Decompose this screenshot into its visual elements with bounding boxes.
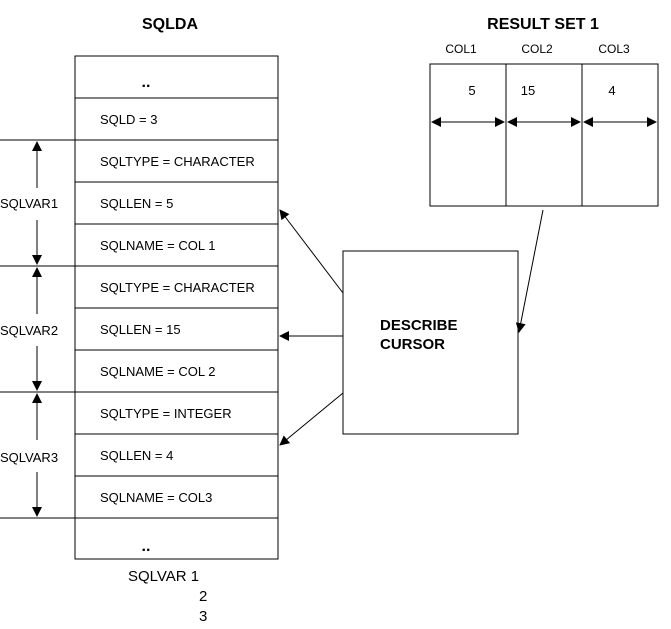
- result-col1-header: COL1: [445, 42, 477, 56]
- sqlvar3-sqlname-row: SQLNAME = COL3: [100, 490, 212, 505]
- describe-label: DESCRIBE: [380, 317, 458, 334]
- result-set-title: RESULT SET 1: [487, 16, 599, 33]
- sqlvar2-sqlname-row: SQLNAME = COL 2: [100, 364, 215, 379]
- sqlda-title: SQLDA: [142, 16, 198, 33]
- describe-to-sqlvar3-arrow: [279, 392, 344, 446]
- col2-width-value: 15: [521, 83, 535, 98]
- sqlda-bottom-ellipsis: ..: [142, 538, 151, 555]
- cursor-label: CURSOR: [380, 336, 445, 353]
- sqlvar1-sqlname-row: SQLNAME = COL 1: [100, 238, 215, 253]
- sqlvar-brackets: SQLVAR1 SQLVAR2 SQLVAR3: [0, 139, 75, 519]
- result-col2-header: COL2: [521, 42, 553, 56]
- describe-to-sqlvar1-arrow: [279, 209, 344, 294]
- sqlvar3-label: SQLVAR3: [0, 450, 58, 465]
- result-set-to-describe-arrow: [515, 209, 544, 333]
- sqlvar-footer-line-1: SQLVAR 1: [128, 568, 199, 585]
- sqlvar-footer-line-3: 3: [199, 608, 207, 625]
- sqlvar3-sqllen-row: SQLLEN = 4: [100, 448, 173, 463]
- result-col3-header: COL3: [598, 42, 630, 56]
- col3-width-value: 4: [608, 83, 615, 98]
- sqlvar2-label: SQLVAR2: [0, 323, 58, 338]
- col1-width-value: 5: [468, 83, 475, 98]
- sqlvar1-sqllen-row: SQLLEN = 5: [100, 196, 173, 211]
- sqlda-table: .. SQLD = 3 SQLTYPE = CHARACTER SQLLEN =…: [74, 55, 279, 560]
- sqlvar2-sqltype-row: SQLTYPE = CHARACTER: [100, 280, 255, 295]
- sqlvar3-sqltype-row: SQLTYPE = INTEGER: [100, 406, 232, 421]
- sqlvar-footer-line-2: 2: [199, 588, 207, 605]
- sqld-row: SQLD = 3: [100, 112, 157, 127]
- result-set-table: 5 15 4: [429, 63, 659, 207]
- describe-cursor-box: DESCRIBE CURSOR: [342, 250, 519, 435]
- sqlvar2-sqllen-row: SQLLEN = 15: [100, 322, 181, 337]
- sqlda-top-ellipsis: ..: [142, 74, 151, 91]
- sqlvar1-sqltype-row: SQLTYPE = CHARACTER: [100, 154, 255, 169]
- sqlvar1-label: SQLVAR1: [0, 196, 58, 211]
